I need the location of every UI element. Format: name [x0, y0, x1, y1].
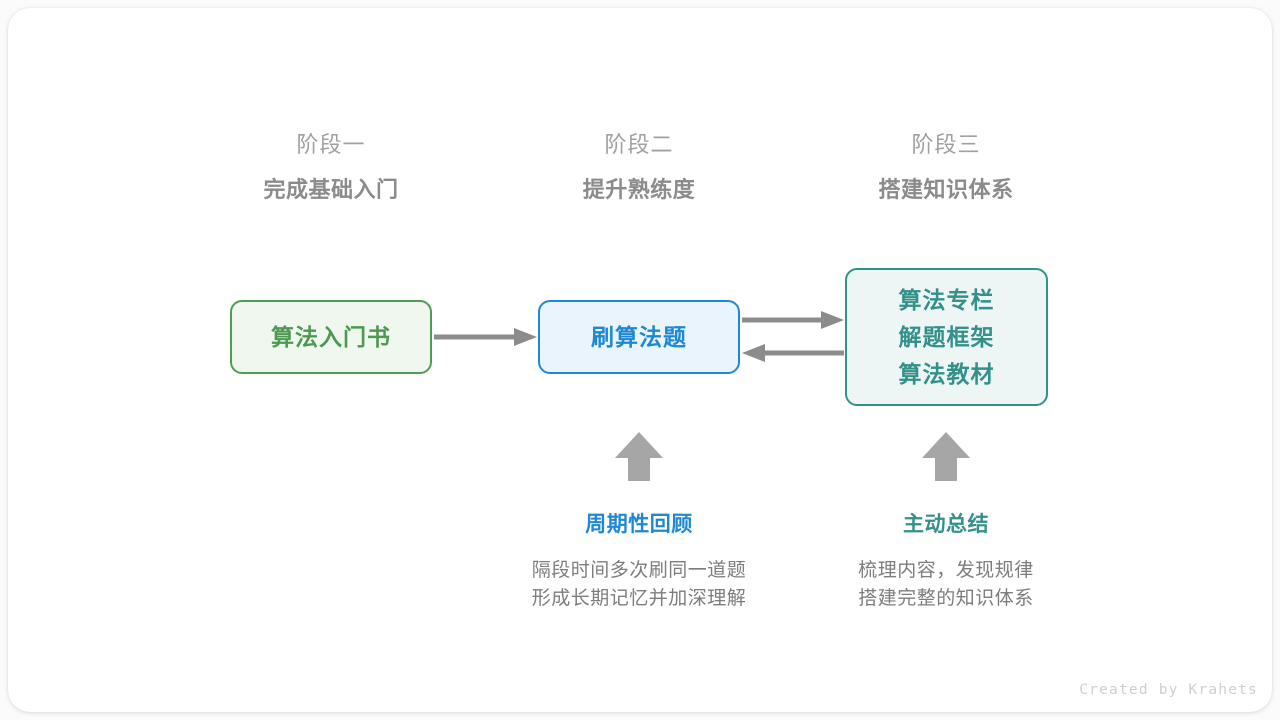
note-summary-body: 梳理内容，发现规律 搭建完整的知识体系	[786, 557, 1106, 613]
stage-index-3: 阶段三	[911, 132, 981, 157]
stage-title-1: 完成基础入门	[263, 177, 399, 202]
node-book-label: 算法入门书	[271, 323, 391, 350]
note-summary-line-1: 梳理内容，发现规律	[858, 560, 1034, 581]
credit-text: Created by Krahets	[1079, 682, 1258, 698]
node-algorithm-intro-book[interactable]: 算法入门书	[230, 300, 432, 374]
stage-header-1: 阶段一 完成基础入门	[201, 130, 461, 205]
note-summary-title: 主动总结	[903, 513, 989, 536]
note-summary-line-2: 搭建完整的知识体系	[858, 588, 1034, 609]
node-practice-problems[interactable]: 刷算法题	[538, 300, 740, 374]
note-review-body: 隔段时间多次刷同一道题 形成长期记忆并加深理解	[479, 557, 799, 613]
note-review-title: 周期性回顾	[585, 513, 693, 536]
node-resources-line-3: 算法教材	[898, 360, 995, 387]
stage-index-2: 阶段二	[604, 132, 674, 157]
note-periodic-review: 周期性回顾 隔段时间多次刷同一道题 形成长期记忆并加深理解	[479, 510, 799, 613]
note-review-line-2: 形成长期记忆并加深理解	[531, 588, 747, 609]
stage-title-2: 提升熟练度	[582, 177, 696, 202]
stage-index-1: 阶段一	[296, 132, 366, 157]
node-resources-line-1: 算法专栏	[898, 286, 995, 313]
node-learning-resources[interactable]: 算法专栏 解题框架 算法教材	[845, 268, 1048, 406]
node-resources-line-2: 解题框架	[898, 323, 995, 350]
stage-title-3: 搭建知识体系	[878, 177, 1014, 202]
note-review-line-1: 隔段时间多次刷同一道题	[531, 560, 747, 581]
stage-header-3: 阶段三 搭建知识体系	[816, 130, 1076, 205]
note-active-summary: 主动总结 梳理内容，发现规律 搭建完整的知识体系	[786, 510, 1106, 613]
node-practice-label: 刷算法题	[591, 323, 687, 350]
stage-header-2: 阶段二 提升熟练度	[509, 130, 769, 205]
